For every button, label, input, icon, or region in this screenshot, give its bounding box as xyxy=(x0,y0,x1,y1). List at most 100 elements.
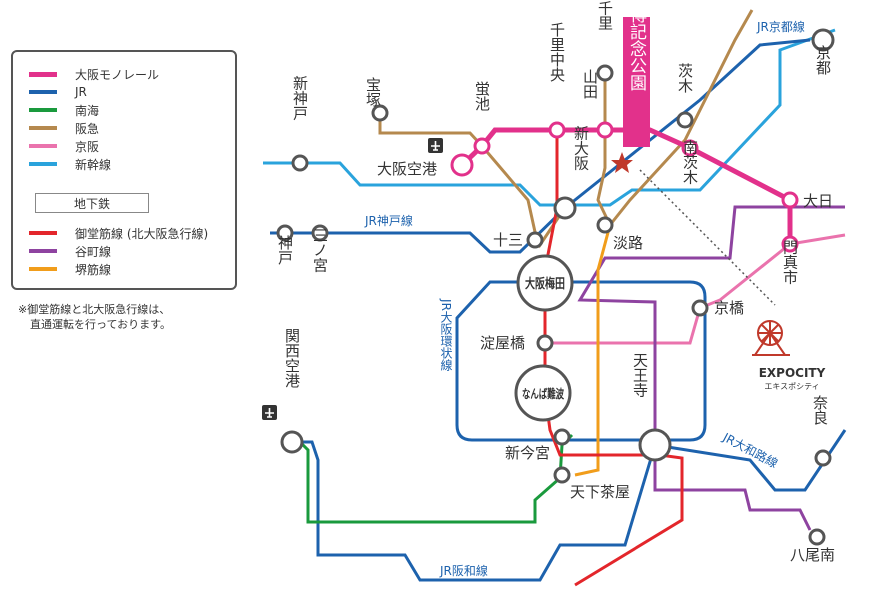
station-label-awaji: 淡路 xyxy=(613,234,643,252)
expocity-kana: エキスポシティ xyxy=(764,382,819,391)
line-label-jr-yamatoji: JR大和路線 xyxy=(720,429,781,471)
station-takarazuka[interactable] xyxy=(371,104,389,122)
station-kita-senri[interactable] xyxy=(596,64,614,82)
station-yao-minami[interactable] xyxy=(808,528,826,546)
expocity-walk-line xyxy=(639,169,776,306)
station-label-takarazuka: 宝塚 xyxy=(364,77,382,108)
station-kyobashi[interactable] xyxy=(691,299,709,317)
station-label-sannomiya: 三ノ宮 xyxy=(311,228,329,273)
legend-label: 堺筋線 xyxy=(75,262,112,277)
station-label-osaka-airport: 大阪空港 xyxy=(377,160,437,178)
station-shin-imamiya[interactable] xyxy=(553,428,571,446)
station-label-yodoyabashi: 淀屋橋 xyxy=(480,334,525,352)
station-hotarugaike[interactable] xyxy=(473,137,491,155)
legend-swatch xyxy=(29,126,57,130)
legend-swatch xyxy=(29,108,57,112)
expocity-name: EXPOCITY xyxy=(759,366,826,380)
station-label-shin-imamiya: 新今宮 xyxy=(505,444,550,462)
jr-osaka-loop-line xyxy=(455,280,707,442)
station-nara[interactable] xyxy=(814,449,832,467)
legend-note: ※御堂筋線と北大阪急行線は、 直通運転を行っております。 xyxy=(18,302,171,332)
line-label-jr-loop: JR大阪環状線 xyxy=(439,298,453,371)
station-juso[interactable] xyxy=(526,231,544,249)
legend-label: JR xyxy=(75,85,87,99)
shinkansen-line xyxy=(263,28,836,207)
legend-label: 京阪 xyxy=(75,139,100,154)
station-label-minami-ibaraki: 南茨木 xyxy=(681,140,699,185)
station-kansai-airport[interactable] xyxy=(280,430,304,454)
station-umeda[interactable] xyxy=(516,254,574,312)
station-tengachaya[interactable] xyxy=(553,466,571,484)
banpaku-star-icon xyxy=(611,152,633,173)
legend-label: 阪急 xyxy=(75,121,100,136)
midosuji-line xyxy=(543,130,684,587)
legend-item-shinkansen: 新幹線 xyxy=(29,155,111,173)
station-label-shin-osaka: 新大阪 xyxy=(572,126,590,171)
station-label-kobe: 神戸 xyxy=(276,235,294,265)
station-kyoto[interactable] xyxy=(811,28,835,52)
station-label-juso: 十三 xyxy=(493,231,523,249)
osaka-monorail-line xyxy=(480,127,793,244)
station-sannomiya[interactable] xyxy=(311,224,329,242)
legend: 大阪モノレール JR 南海 阪急 京阪 新幹線 地下鉄 御堂筋線 (北大阪急行線… xyxy=(11,50,237,290)
note-line: 直通運転を行っております。 xyxy=(30,318,172,331)
station-label-shin-kobe: 新神戸 xyxy=(291,76,309,121)
sakaisuji-line xyxy=(574,224,612,477)
legend-label: 御堂筋線 (北大阪急行線) xyxy=(75,226,209,241)
legend-swatch xyxy=(29,162,57,166)
banpaku-label-box xyxy=(623,17,650,147)
station-kadoma[interactable] xyxy=(781,235,799,253)
station-osaka-airport[interactable] xyxy=(450,153,474,177)
station-yamada[interactable] xyxy=(596,121,614,139)
station-tennoji[interactable] xyxy=(638,428,672,462)
station-ibaraki[interactable] xyxy=(676,111,694,129)
station-label-kadoma: 門真市 xyxy=(781,240,799,285)
station-dainichi[interactable] xyxy=(781,191,799,209)
legend-item-sakaisuji: 堺筋線 xyxy=(29,260,111,278)
station-label-banpaku: 万博記念公園 xyxy=(626,0,647,91)
station-namba[interactable] xyxy=(514,364,572,422)
station-label-yamada: 山田 xyxy=(581,69,599,99)
line-label-jr-hanwa: JR阪和線 xyxy=(439,563,488,578)
station-awaji[interactable] xyxy=(596,216,614,234)
legend-swatch xyxy=(29,267,57,271)
station-kobe[interactable] xyxy=(276,224,294,242)
hankyu-senri-line xyxy=(596,9,754,228)
station-label-nara: 奈良 xyxy=(811,395,829,425)
legend-item-tanimachi: 谷町線 xyxy=(29,242,111,260)
ferris-wheel-icon xyxy=(752,320,790,356)
jr-kyoto-kobe-line xyxy=(270,38,811,254)
jr-yamatoji-line xyxy=(654,429,847,492)
station-label-kyoto: 京都 xyxy=(814,45,832,75)
tanimachi-line xyxy=(577,205,845,531)
legend-label: 谷町線 xyxy=(75,244,112,259)
station-label-namba: なんば難波 xyxy=(522,386,565,401)
keihan-line xyxy=(545,233,846,345)
nankai-line xyxy=(298,433,574,524)
station-senri-chuo[interactable] xyxy=(548,121,566,139)
station-yodoyabashi[interactable] xyxy=(536,334,554,352)
legend-label: 新幹線 xyxy=(75,157,112,172)
station-label-kyobashi: 京橋 xyxy=(714,299,744,317)
station-label-hotarugaike: 蛍池 xyxy=(473,81,491,111)
station-label-kita-senri: 北千里 xyxy=(596,0,614,31)
legend-swatch xyxy=(29,249,57,253)
station-label-yao-minami: 八尾南 xyxy=(790,546,835,564)
legend-item-keihan: 京阪 xyxy=(29,137,99,155)
legend-swatch xyxy=(29,71,57,77)
station-label-tengachaya: 天下茶屋 xyxy=(570,483,630,501)
station-shin-osaka[interactable] xyxy=(553,196,577,220)
station-minami-ibaraki[interactable] xyxy=(681,139,699,157)
legend-item-hankyu: 阪急 xyxy=(29,119,99,137)
station-label-umeda: 大阪梅田 xyxy=(525,276,565,292)
legend-label: 大阪モノレール xyxy=(75,67,160,82)
legend-label: 南海 xyxy=(75,103,100,118)
jr-hanwa-line xyxy=(292,440,657,582)
station-label-senri-chuo: 千里中央 xyxy=(548,22,566,82)
line-label-jr-kobe: JR神戸線 xyxy=(364,213,413,228)
legend-swatch xyxy=(29,144,57,148)
line-label-jr-kyoto: JR京都線 xyxy=(756,19,805,34)
note-line: ※御堂筋線と北大阪急行線は、 xyxy=(18,303,171,316)
station-shin-kobe[interactable] xyxy=(291,154,309,172)
